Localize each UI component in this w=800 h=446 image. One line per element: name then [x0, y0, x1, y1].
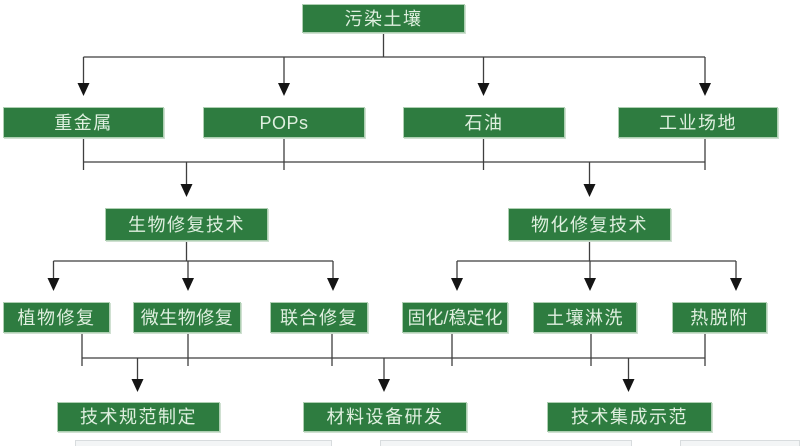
arrowhead-phyto	[47, 278, 60, 291]
arrowhead-integration	[622, 379, 635, 392]
node-contaminated-soil: 污染土壤	[302, 4, 465, 33]
arrowhead-heavy-metals	[77, 83, 90, 96]
node-industrial-sites: 工业场地	[618, 107, 778, 138]
cutoff-row-segment	[680, 440, 800, 446]
cutoff-row-segment	[380, 440, 632, 446]
arrowhead-group	[47, 83, 742, 392]
arrowhead-combined	[327, 278, 339, 291]
arrowhead-physchem-tech	[583, 184, 596, 197]
node-combined-remediation: 联合修复	[270, 302, 368, 333]
node-pops: POPs	[203, 107, 365, 138]
node-materials-equipment-rd: 材料设备研发	[303, 402, 467, 432]
arrowhead-soil-washing	[584, 278, 596, 291]
node-soil-washing: 土壤淋洗	[533, 302, 637, 333]
node-physicochemical-tech: 物化修复技术	[508, 208, 671, 241]
arrowhead-pops	[278, 83, 290, 96]
node-technology-integration-demo: 技术集成示范	[547, 402, 712, 432]
node-microbial-remediation: 微生物修复	[133, 302, 241, 333]
arrowhead-bio-tech	[180, 184, 193, 197]
node-bioremediation-tech: 生物修复技术	[105, 208, 268, 241]
node-solidification-stabilization: 固化/稳定化	[402, 302, 508, 333]
node-phytoremediation: 植物修复	[3, 302, 110, 333]
node-thermal-desorption: 热脱附	[672, 302, 767, 333]
node-technical-standards: 技术规范制定	[57, 402, 220, 432]
arrowhead-standards	[131, 379, 144, 392]
arrowhead-thermal	[730, 278, 742, 291]
arrowhead-petroleum	[477, 83, 490, 96]
arrowhead-materials	[378, 379, 390, 392]
node-petroleum: 石油	[403, 107, 565, 138]
arrowhead-microbial	[182, 278, 194, 291]
node-heavy-metals: 重金属	[3, 107, 164, 138]
arrowhead-industrial	[699, 83, 711, 96]
connector-line-group	[52, 32, 737, 379]
cutoff-row-segment	[75, 440, 332, 446]
arrowhead-solidification	[451, 278, 463, 291]
